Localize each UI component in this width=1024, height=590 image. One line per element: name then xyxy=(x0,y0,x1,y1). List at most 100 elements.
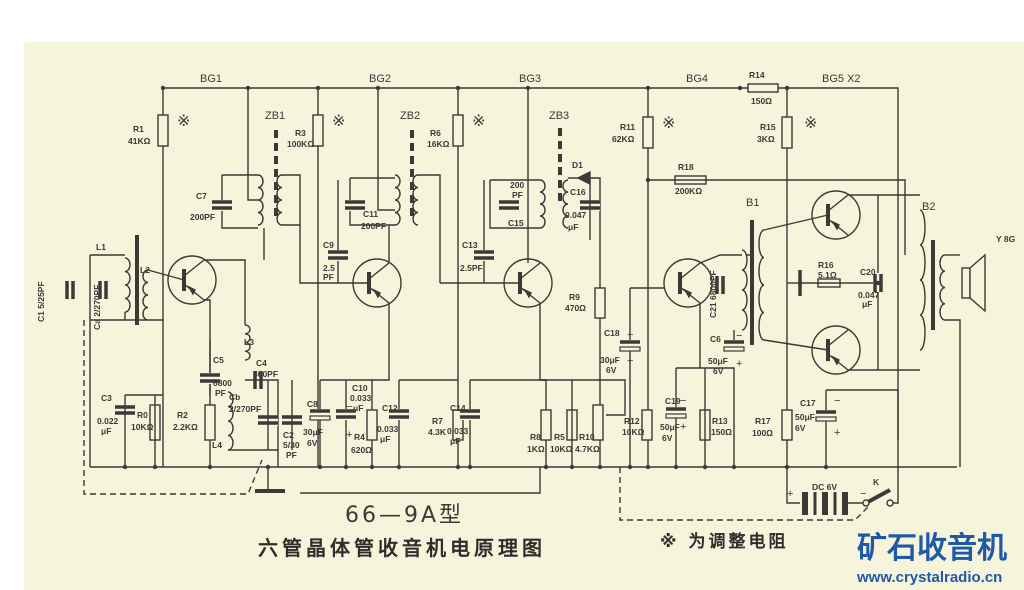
r9-value: 470Ω xyxy=(565,303,586,313)
transistor-bg1-arrow xyxy=(187,285,196,296)
r15-name: R15 xyxy=(760,122,776,132)
r7-value: 4.3K xyxy=(428,427,447,437)
watermark-url: www.crystalradio.cn xyxy=(856,569,1002,586)
resistor-r17 xyxy=(781,409,793,441)
c6-minus: − xyxy=(736,330,742,342)
c14-value: 0.033 xyxy=(447,426,469,436)
bg1-base-wire xyxy=(147,269,185,281)
r12-value: 10KΩ xyxy=(622,427,645,437)
transistor-bg5-lower-collector xyxy=(827,329,849,347)
ca-label: Ca 2/270PF xyxy=(92,285,102,330)
c9-unit: PF xyxy=(323,272,334,282)
c8-name: C8 xyxy=(307,399,318,409)
capacitor-c19-plate xyxy=(665,413,687,419)
junction-dot xyxy=(122,464,128,470)
bg2-base-wire xyxy=(299,260,369,284)
c11-value: 200PF xyxy=(361,221,386,231)
capacitor-c12-gap xyxy=(389,409,409,420)
r10-name: R10 xyxy=(579,432,595,442)
c17-value: 50μF xyxy=(795,412,815,422)
adjust-mark-r6: ※ xyxy=(472,111,485,130)
junction-dot xyxy=(317,464,323,470)
junction-dot xyxy=(673,464,679,470)
r10-value: 4.7KΩ xyxy=(575,444,600,454)
c19-plus: + xyxy=(680,421,686,433)
c10-value: 0.033 xyxy=(350,393,372,403)
r11-value: 62KΩ xyxy=(612,134,635,144)
junction-dot xyxy=(369,464,375,470)
c5-name: C5 xyxy=(213,355,224,365)
c2-unit: PF xyxy=(286,450,297,460)
c11-name: C11 xyxy=(363,209,378,219)
c19-unit: 6V xyxy=(662,433,673,443)
resistor-r15 xyxy=(781,116,793,149)
c4-wire xyxy=(245,379,279,450)
speaker-return xyxy=(945,319,961,467)
r8-name: R8 xyxy=(530,432,541,442)
junction-dot xyxy=(823,464,829,470)
c18-value: 30μF xyxy=(600,355,620,365)
transistor-bg4-collector xyxy=(679,262,701,280)
c8-minus: − xyxy=(346,401,352,413)
c16-unit: μF xyxy=(568,222,578,232)
adjust-mark-r15: ※ xyxy=(804,113,817,132)
ift2-primary xyxy=(394,174,401,226)
r8-value: 1KΩ xyxy=(527,444,545,454)
r9-name: R9 xyxy=(569,292,580,302)
resistor-r10-volume-pot xyxy=(592,404,604,441)
ift1-secondary xyxy=(276,174,283,226)
switch-link xyxy=(619,467,869,521)
r13-name: R13 xyxy=(712,416,728,426)
ift1-sec-wire xyxy=(282,174,301,260)
transistor-bg1-collector xyxy=(183,259,205,277)
junction-dot xyxy=(245,85,251,91)
capacitor-c7-gap xyxy=(212,200,232,211)
c13-name: C13 xyxy=(462,240,478,250)
coil-l3 xyxy=(244,324,251,361)
bg3-emitter xyxy=(539,303,547,467)
r7-name: R7 xyxy=(432,416,443,426)
b1-primary xyxy=(741,249,748,331)
adjust-mark-r3: ※ xyxy=(332,111,345,130)
switch-k xyxy=(865,488,891,505)
transistor-bg3-arrow xyxy=(523,288,532,299)
resistor-r6 xyxy=(452,114,464,147)
ift3-primary xyxy=(539,179,546,229)
bg1-collector-wire xyxy=(204,259,246,325)
ift2-sec xyxy=(418,174,441,283)
r15-value: 3KΩ xyxy=(757,134,775,144)
switch-contact xyxy=(862,499,870,507)
junction-dot xyxy=(627,464,633,470)
c16-value: 0.047 xyxy=(565,210,587,220)
r17-value: 100Ω xyxy=(752,428,773,438)
adjust-note: ※ 为调整电阻 xyxy=(660,531,788,552)
capacitor-c9-gap xyxy=(328,250,348,261)
c15-name: C15 xyxy=(508,218,524,228)
c15-unit: PF xyxy=(512,190,523,200)
r16-name: R16 xyxy=(818,260,834,270)
c18-plus: + xyxy=(627,355,633,367)
label-bg1: BG1 xyxy=(200,73,222,85)
junction-dot xyxy=(525,85,531,91)
label-b2: B2 xyxy=(922,201,935,213)
battery-plus-wire xyxy=(786,467,800,504)
c2-value: 5/30 xyxy=(283,440,300,450)
c14-unit: μF xyxy=(450,436,460,446)
r18-value: 200KΩ xyxy=(675,186,702,196)
c6-unit: 6V xyxy=(713,366,724,376)
junction-dot xyxy=(315,85,321,91)
resistor-r1 xyxy=(157,114,169,147)
battery-plus: + xyxy=(787,488,793,500)
junction-dot xyxy=(455,85,461,91)
c16-name: C16 xyxy=(570,187,586,197)
capacitor-c19-gap xyxy=(666,407,686,418)
label-battery: DC 6V xyxy=(812,482,837,492)
r0-value: 10KΩ xyxy=(131,422,154,432)
speaker-cone-icon xyxy=(969,253,986,313)
resistor-r14 xyxy=(747,83,779,93)
resistor-r11 xyxy=(642,116,654,149)
paper-sheet xyxy=(24,42,1024,590)
resistor-r3 xyxy=(312,114,324,147)
coil-l4 xyxy=(227,391,234,451)
